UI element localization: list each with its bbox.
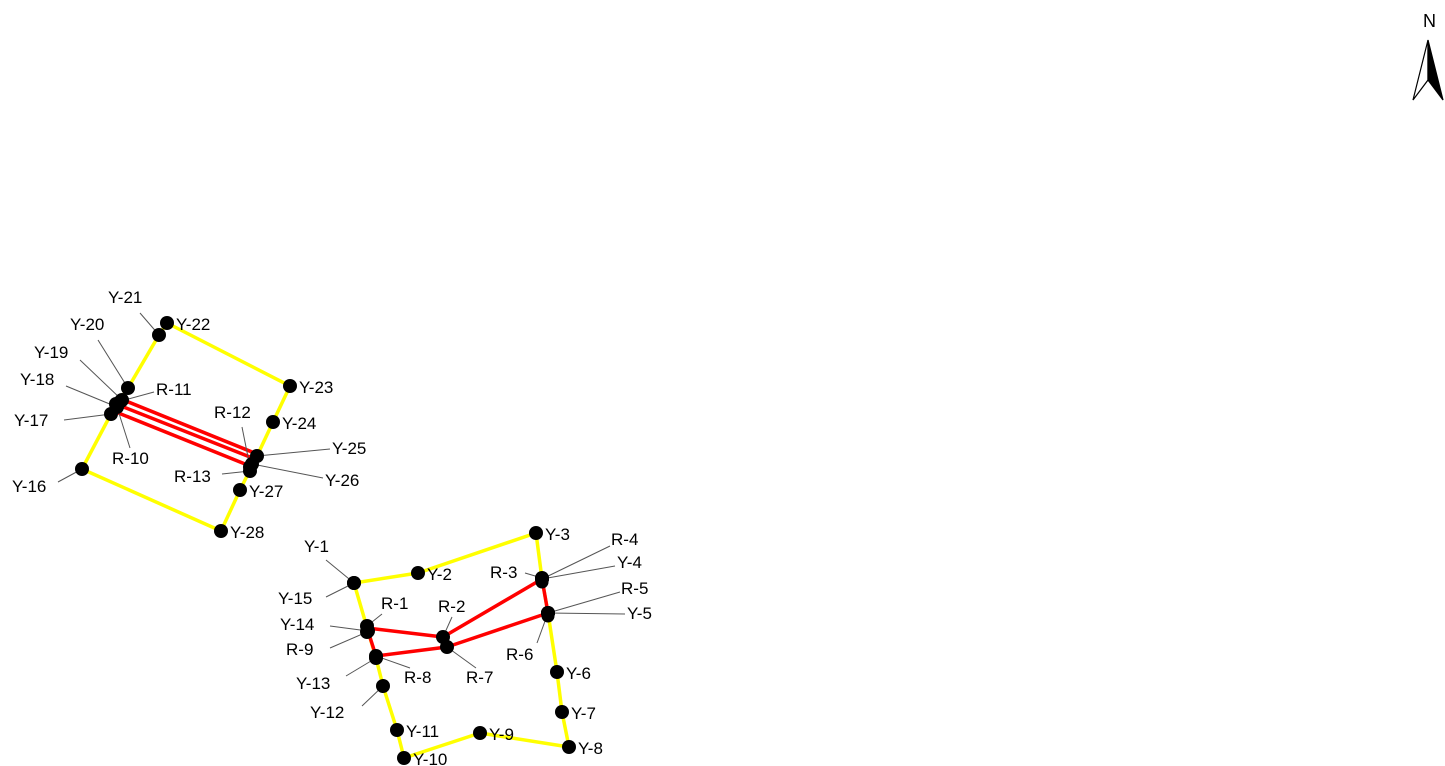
survey-points <box>75 316 576 765</box>
leader-line <box>65 385 118 408</box>
point-label-y-13: Y-13 <box>296 674 330 693</box>
point-label-y-19: Y-19 <box>34 343 68 362</box>
leader-line <box>541 565 616 580</box>
survey-point-marker <box>75 462 89 476</box>
point-label-y-11: Y-11 <box>406 722 439 741</box>
point-label-y-8: Y-8 <box>578 739 603 758</box>
survey-point-marker <box>233 483 247 497</box>
point-label-y-18: Y-18 <box>20 370 54 389</box>
label-leader-lines <box>57 312 626 707</box>
north-arrow: N <box>1412 11 1444 101</box>
survey-point-marker <box>121 381 135 395</box>
leader-line <box>63 413 112 421</box>
survey-point-marker <box>283 379 297 393</box>
point-label-y-22: Y-22 <box>176 315 210 334</box>
point-labels: Y-1Y-2 Y-3Y-4Y-5Y-6Y-7Y-8 Y-9Y-10 Y-11 Y-12 Y… <box>12 288 652 766</box>
survey-point-marker <box>160 316 174 330</box>
survey-point-marker <box>369 651 383 665</box>
survey-point-marker <box>361 624 375 638</box>
survey-point-marker <box>266 415 280 429</box>
red-route-line <box>115 402 256 461</box>
point-label-y-5: Y-5 <box>627 604 652 623</box>
survey-point-marker <box>550 665 564 679</box>
survey-point-marker <box>390 723 404 737</box>
survey-point-marker <box>529 526 543 540</box>
survey-point-marker <box>214 524 228 538</box>
point-label-y-17: Y-17 <box>14 411 48 430</box>
point-label-y-25: Y-25 <box>332 439 366 458</box>
point-label-y-1: Y-1 <box>304 537 329 556</box>
leader-line <box>79 359 123 401</box>
survey-point-marker <box>411 566 425 580</box>
north-arrow-fill <box>1427 39 1444 101</box>
red-routes <box>110 397 550 658</box>
point-label-y-20: Y-20 <box>70 315 104 334</box>
survey-point-marker <box>397 751 411 765</box>
point-label-y-6: Y-6 <box>566 664 591 683</box>
point-label-y-28: Y-28 <box>230 523 264 542</box>
point-label-y-3: Y-3 <box>545 525 570 544</box>
point-label-r-1: R-1 <box>381 594 408 613</box>
north-letter: N <box>1423 11 1436 31</box>
survey-point-marker <box>250 449 264 463</box>
point-label-r-8: R-8 <box>404 668 431 687</box>
survey-point-marker <box>243 464 257 478</box>
survey-point-marker <box>535 575 549 589</box>
point-label-y-12: Y-12 <box>310 703 344 722</box>
leader-line <box>97 339 129 389</box>
point-label-y-27: Y-27 <box>249 482 283 501</box>
point-label-r-11: R-11 <box>156 380 192 399</box>
point-label-y-15: Y-15 <box>278 589 312 608</box>
point-label-y-26: Y-26 <box>325 471 359 490</box>
point-label-y-24: Y-24 <box>282 414 316 433</box>
point-label-r-3: R-3 <box>490 563 517 582</box>
point-label-y-9: Y-9 <box>489 725 514 744</box>
leader-line <box>547 612 626 615</box>
point-label-r-2: R-2 <box>438 597 465 616</box>
point-label-y-14: Y-14 <box>280 615 314 634</box>
survey-point-marker <box>152 328 166 342</box>
point-label-r-9: R-9 <box>286 640 313 659</box>
leader-line <box>541 545 611 580</box>
point-label-r-12: R-12 <box>214 403 251 422</box>
point-label-y-7: Y-7 <box>571 704 596 723</box>
survey-point-marker <box>347 576 361 590</box>
survey-point-marker <box>541 609 555 623</box>
point-label-y-23: Y-23 <box>299 378 333 397</box>
point-label-y-21: Y-21 <box>108 288 142 307</box>
point-label-y-16: Y-16 <box>12 477 46 496</box>
survey-point-marker <box>436 630 450 644</box>
survey-point-marker <box>555 705 569 719</box>
survey-point-marker <box>473 726 487 740</box>
point-label-y-2: Y-2 <box>427 565 452 584</box>
leader-line <box>256 448 331 457</box>
leader-line <box>547 591 621 614</box>
survey-point-marker <box>114 394 128 408</box>
survey-point-marker <box>440 640 454 654</box>
point-label-r-13: R-13 <box>174 467 211 486</box>
point-label-r-7: R-7 <box>466 668 493 687</box>
red-route-line <box>120 397 258 456</box>
point-label-r-6: R-6 <box>506 645 533 664</box>
yellow-route-line <box>352 531 571 760</box>
point-label-r-10: R-10 <box>112 449 149 468</box>
leader-line <box>251 463 324 479</box>
point-label-y-4: Y-4 <box>617 553 642 572</box>
survey-point-marker <box>562 740 576 754</box>
point-label-r-5: R-5 <box>621 579 648 598</box>
survey-point-marker <box>376 679 390 693</box>
point-label-y-10: Y-10 <box>413 750 447 766</box>
red-route-line <box>110 408 251 468</box>
north-arrow-icon <box>1412 39 1429 101</box>
point-label-r-4: R-4 <box>611 530 638 549</box>
